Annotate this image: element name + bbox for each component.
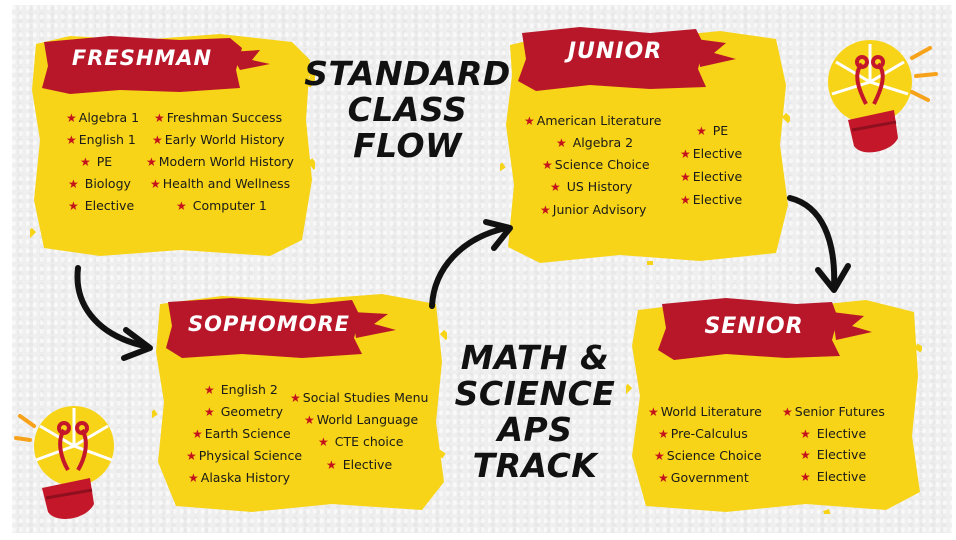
star-icon: ★ xyxy=(782,405,793,419)
senior-box: SENIOR ★World Literature ★Pre-Calculus ★… xyxy=(626,296,922,514)
star-icon: ★ xyxy=(150,177,161,191)
list-item: ★Government xyxy=(658,470,749,485)
junior-banner-blob xyxy=(518,27,736,91)
list-item: ★Elective xyxy=(680,146,743,161)
star-icon: ★ xyxy=(680,147,691,161)
list-item: ★World Language xyxy=(304,412,419,427)
list-item: ★ PE xyxy=(696,123,729,138)
star-icon: ★ xyxy=(66,111,77,125)
list-item: ★Science Choice xyxy=(654,448,762,463)
list-item: ★ CTE choice xyxy=(318,434,404,449)
list-item: ★Elective xyxy=(680,169,743,184)
list-item: ★Elective xyxy=(680,192,743,207)
list-item: ★ Algebra 2 xyxy=(556,135,634,150)
list-item: ★Junior Advisory xyxy=(540,202,647,217)
star-icon: ★ xyxy=(154,111,165,125)
list-item: ★ US History xyxy=(550,179,633,194)
star-icon: ★ xyxy=(542,158,553,172)
star-icon: ★ xyxy=(68,177,79,191)
list-item: ★Earth Science xyxy=(192,426,291,441)
star-icon: ★ xyxy=(192,427,203,441)
junior-box: JUNIOR ★American Literature ★ Algebra 2 … xyxy=(500,25,790,265)
star-icon: ★ xyxy=(204,383,215,397)
list-item: ★ Elective xyxy=(800,469,867,484)
star-icon: ★ xyxy=(680,193,691,207)
star-icon: ★ xyxy=(524,114,535,128)
lightbulb-icon xyxy=(14,406,114,519)
star-icon: ★ xyxy=(800,470,811,484)
arrow-icon xyxy=(787,195,851,293)
junior-paint-blob xyxy=(500,31,790,265)
junior-label: JUNIOR xyxy=(567,39,663,64)
star-icon: ★ xyxy=(146,155,157,169)
star-icon: ★ xyxy=(290,391,301,405)
star-icon: ★ xyxy=(318,435,329,449)
star-icon: ★ xyxy=(680,170,691,184)
list-item: ★English 1 xyxy=(66,132,136,147)
star-icon: ★ xyxy=(68,199,79,213)
star-icon: ★ xyxy=(176,199,187,213)
title-line: APS xyxy=(497,410,573,449)
title-line: STANDARD xyxy=(304,54,511,93)
list-item: ★Alaska History xyxy=(188,470,291,485)
list-item: ★ Elective xyxy=(800,426,867,441)
list-item: ★ Elective xyxy=(326,457,393,472)
star-icon: ★ xyxy=(80,155,91,169)
standard-class-flow-title: STANDARD CLASS FLOW xyxy=(300,56,515,164)
star-icon: ★ xyxy=(304,413,315,427)
list-item: ★Early World History xyxy=(152,132,285,147)
list-item: ★ Geometry xyxy=(204,404,284,419)
math-science-aps-track-title: MATH & SCIENCE APS TRACK xyxy=(445,340,625,484)
star-icon: ★ xyxy=(152,133,163,147)
list-item: ★Social Studies Menu xyxy=(290,390,429,405)
freshman-banner-blob xyxy=(42,36,270,94)
star-icon: ★ xyxy=(326,458,337,472)
title-line: CLASS xyxy=(347,90,468,129)
star-icon: ★ xyxy=(204,405,215,419)
title-line: TRACK xyxy=(472,446,598,485)
senior-label: SENIOR xyxy=(704,314,804,339)
star-icon: ★ xyxy=(648,405,659,419)
arrow-icon xyxy=(429,219,513,309)
title-line: SCIENCE xyxy=(454,374,616,413)
list-item: ★ English 2 xyxy=(204,382,278,397)
lightbulb-icon xyxy=(828,40,938,153)
list-item: ★Algebra 1 xyxy=(66,110,140,125)
list-item: ★Modern World History xyxy=(146,154,294,169)
star-icon: ★ xyxy=(696,124,707,138)
star-icon: ★ xyxy=(556,136,567,150)
star-icon: ★ xyxy=(658,427,669,441)
list-item: ★ PE xyxy=(80,154,113,169)
list-item: ★Science Choice xyxy=(542,157,650,172)
list-item: ★Physical Science xyxy=(186,448,303,463)
freshman-box: FRESHMAN ★Algebra 1 ★English 1 ★ PE ★ Bi… xyxy=(30,30,315,260)
title-line: MATH & xyxy=(460,338,610,377)
list-item: ★Senior Futures xyxy=(782,404,885,419)
star-icon: ★ xyxy=(186,449,197,463)
sophomore-banner-blob xyxy=(166,298,396,358)
list-item: ★ Biology xyxy=(68,176,131,191)
senior-banner-blob xyxy=(658,298,872,360)
list-item: ★Health and Wellness xyxy=(150,176,291,191)
star-icon: ★ xyxy=(800,427,811,441)
list-item: ★ Elective xyxy=(68,198,135,213)
star-icon: ★ xyxy=(540,203,551,217)
star-icon: ★ xyxy=(188,471,199,485)
star-icon: ★ xyxy=(800,448,811,462)
freshman-label: FRESHMAN xyxy=(71,46,213,70)
sophomore-box: SOPHOMORE ★ English 2 ★ Geometry ★Earth … xyxy=(152,292,447,514)
list-item: ★American Literature xyxy=(524,113,662,128)
list-item: ★World Literature xyxy=(648,404,762,419)
list-item: ★Pre-Calculus xyxy=(658,426,748,441)
arrow-icon xyxy=(74,265,153,361)
title-line: FLOW xyxy=(353,126,462,165)
list-item: ★Freshman Success xyxy=(154,110,283,125)
list-item: ★ Computer 1 xyxy=(176,198,267,213)
list-item: ★ Elective xyxy=(800,447,867,462)
star-icon: ★ xyxy=(654,449,665,463)
sophomore-label: SOPHOMORE xyxy=(187,312,351,336)
star-icon: ★ xyxy=(550,180,561,194)
star-icon: ★ xyxy=(66,133,77,147)
star-icon: ★ xyxy=(658,471,669,485)
